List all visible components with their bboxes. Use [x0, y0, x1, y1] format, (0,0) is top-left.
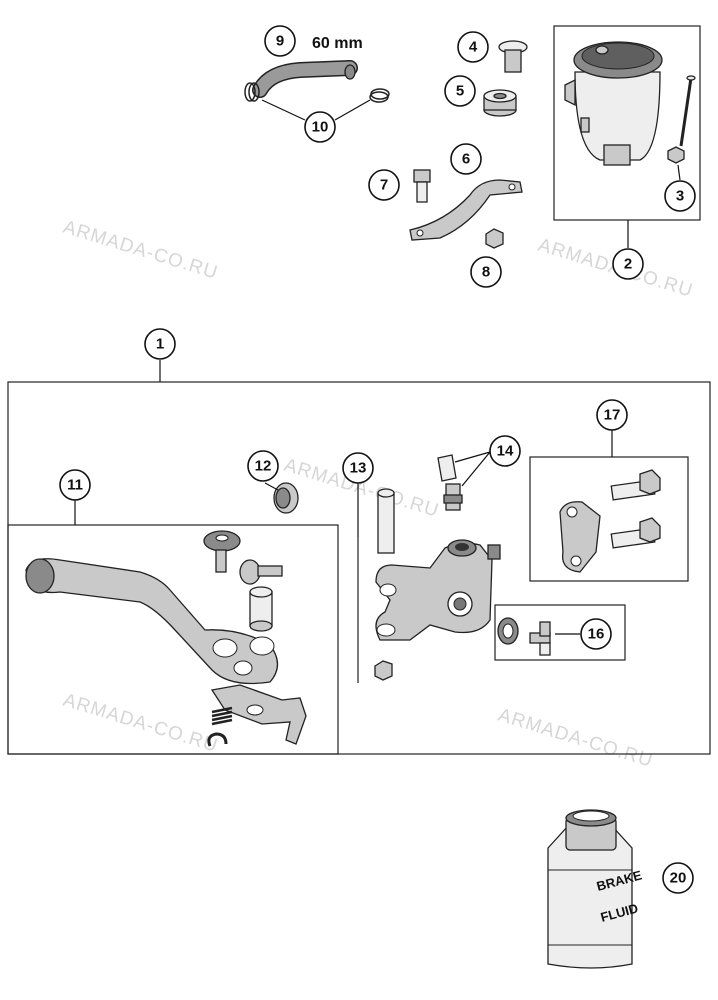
leader-3 [677, 164, 681, 181]
reservoir-cap-screw [498, 40, 528, 73]
svg-text:9: 9 [276, 33, 284, 50]
banjo-fitting [529, 621, 551, 656]
svg-text:20: 20 [670, 870, 687, 887]
callout-6: 6 [450, 143, 482, 175]
lever-pivot-bushing [249, 586, 273, 632]
callout-12: 12 [247, 450, 279, 482]
svg-text:3: 3 [676, 188, 684, 205]
svg-text:11: 11 [67, 477, 83, 494]
lever-adjuster-knob [203, 530, 241, 573]
callout-9: 9 [264, 25, 296, 57]
callout-7: 7 [368, 169, 400, 201]
watermark-1: ARMADA-CO.RU [61, 217, 221, 284]
svg-text:4: 4 [469, 39, 478, 56]
hose-length-label: 60 mm [312, 35, 363, 52]
callout-16: 16 [580, 618, 612, 650]
reservoir-bolt [679, 75, 696, 147]
svg-text:16: 16 [588, 626, 605, 643]
master-cylinder-pin [377, 488, 395, 554]
callout-11: 11 [59, 469, 91, 501]
brake-lever [25, 558, 279, 685]
svg-text:2: 2 [624, 256, 632, 273]
reservoir-nut [667, 146, 685, 164]
callout-2: 2 [612, 248, 644, 280]
bracket-screw [413, 169, 431, 203]
callout-14: 14 [489, 435, 521, 467]
svg-text:17: 17 [604, 407, 621, 424]
hose-clamp-left [244, 82, 260, 102]
lever-pin [239, 559, 283, 585]
callout-20: 20 [662, 862, 694, 894]
brake-fluid-reservoir [564, 41, 663, 166]
svg-text:12: 12 [255, 458, 272, 475]
callout-3: 3 [664, 180, 696, 212]
reservoir-bracket [409, 179, 523, 241]
lever-group-box [7, 524, 339, 755]
bleeder-valve [443, 483, 463, 511]
callout-10: 10 [304, 111, 336, 143]
master-cylinder-body [375, 539, 501, 641]
svg-text:6: 6 [462, 151, 470, 168]
lever-adjuster-mechanism [210, 684, 307, 745]
bracket-nut [485, 228, 504, 249]
hose-clamp-right [369, 88, 390, 103]
leader-12 [264, 482, 279, 491]
clamp-bolt-bottom [610, 517, 661, 549]
clamp-group-box [529, 456, 689, 582]
svg-text:14: 14 [497, 443, 514, 460]
lever-circlip [207, 732, 228, 747]
brake-fluid-can: BRAKE FLUID [547, 809, 644, 969]
handlebar-clamp [559, 501, 601, 573]
svg-text:10: 10 [312, 119, 329, 136]
callout-8: 8 [470, 256, 502, 288]
fitting-washer [497, 617, 519, 645]
leader-10 [261, 99, 371, 121]
lever-spring [211, 706, 233, 726]
callout-4: 4 [457, 31, 489, 63]
callout-5: 5 [444, 75, 476, 107]
reservoir-group-box [553, 25, 701, 221]
watermark-5: ARMADA-CO.RU [496, 705, 656, 772]
hose-part [252, 60, 358, 98]
master-cylinder-cap [273, 482, 299, 514]
callout-13: 13 [342, 452, 374, 484]
clamp-bolt-top [610, 469, 661, 501]
reservoir-grommet [483, 89, 517, 117]
svg-text:5: 5 [456, 83, 464, 100]
callout-1: 1 [144, 328, 176, 360]
watermark-4: ARMADA-CO.RU [61, 690, 221, 757]
bleeder-cap [437, 454, 457, 482]
leader-14 [454, 451, 491, 487]
svg-text:7: 7 [380, 177, 388, 194]
master-cylinder-nut [374, 660, 393, 681]
fitting-group-box [494, 604, 626, 661]
callout-17: 17 [596, 399, 628, 431]
svg-text:1: 1 [156, 336, 164, 353]
svg-text:8: 8 [482, 264, 490, 281]
svg-text:13: 13 [350, 460, 367, 477]
